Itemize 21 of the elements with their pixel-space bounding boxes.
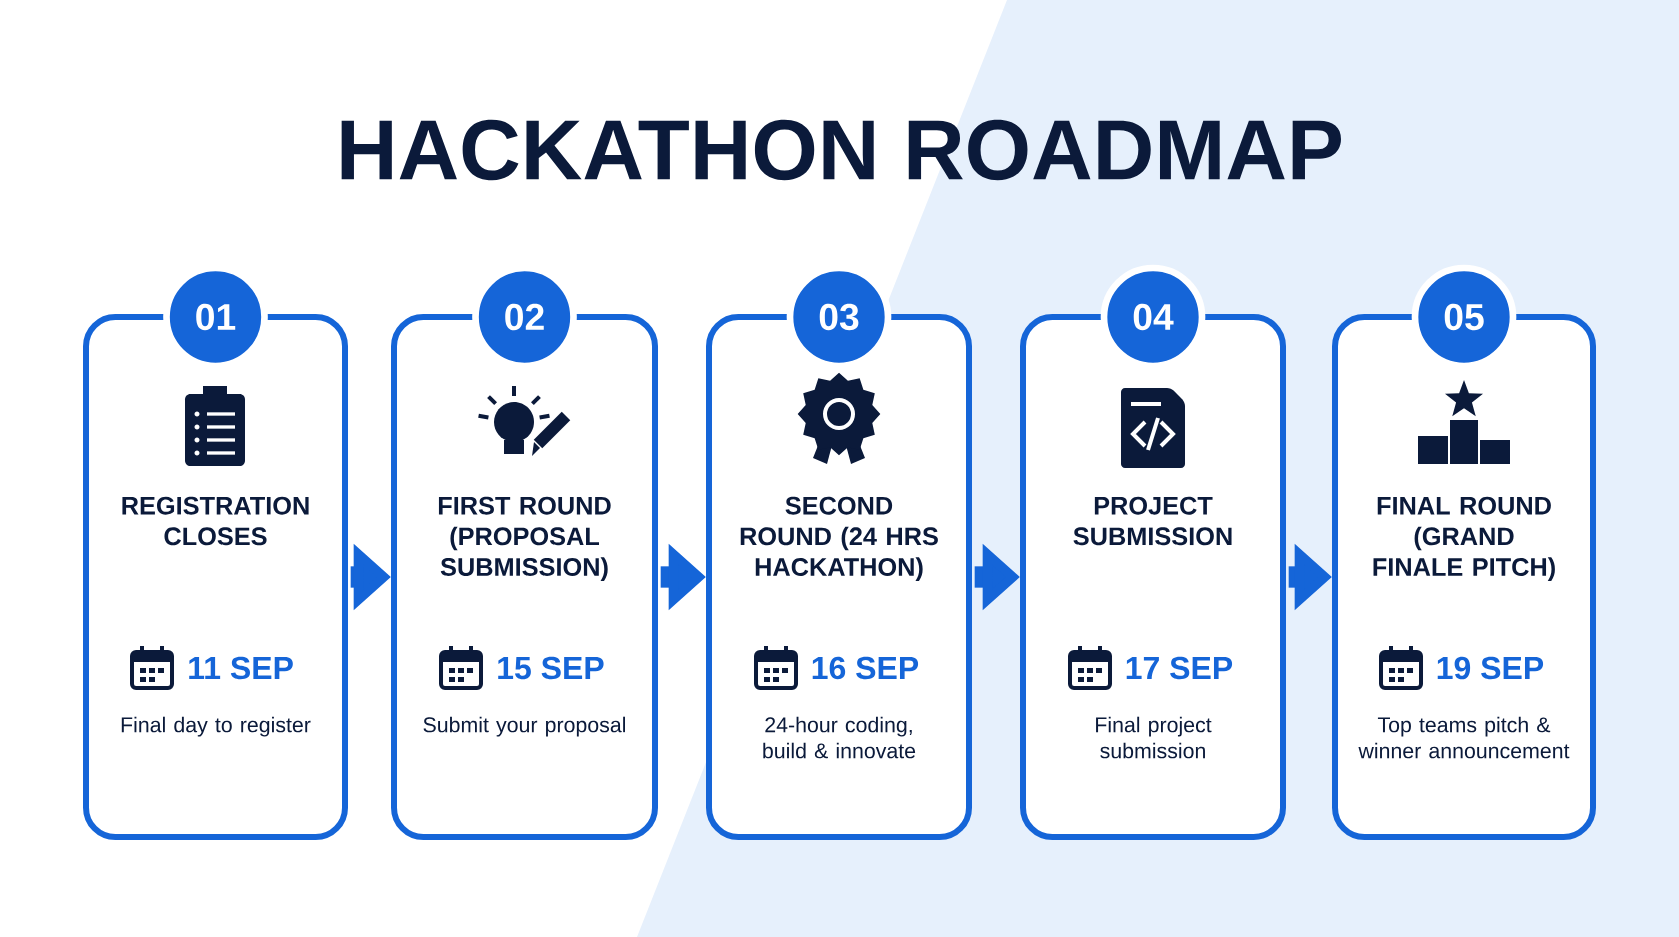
number-badge: 04 (1100, 264, 1206, 370)
description-text: Final day to register (121, 716, 311, 737)
date-text: 16 SEP (812, 656, 919, 680)
step-title: FIRST ROUND (PROPOSAL SUBMISSION) (438, 496, 611, 581)
date-text: 15 SEP (498, 656, 604, 680)
step-title: PROJECT SUBMISSION (1073, 496, 1232, 546)
date-text: 17 SEP (1126, 656, 1233, 680)
number-badge: 05 (1411, 264, 1517, 370)
number-badge: 02 (472, 264, 577, 370)
number-badge: 03 (786, 264, 892, 370)
step-title: FINAL ROUND (GRAND FINALE PITCH) (1373, 496, 1555, 581)
step-title: SECOND ROUND (24 HRS HACKATHON) (740, 496, 938, 581)
description-text: Submit your proposal (423, 716, 625, 737)
description-text: Final project submission (1096, 716, 1212, 759)
step-title: REGISTRATION CLOSES (122, 496, 309, 546)
date-text: 19 SEP (1437, 656, 1544, 680)
description-text: Top teams pitch & winner announcement (1358, 716, 1570, 759)
date-text: 11 SEP (189, 656, 293, 680)
description-text: 24-hour coding, build & innovate (763, 716, 916, 759)
number-badge: 01 (163, 264, 268, 370)
title: HACKATHON ROADMAP (341, 119, 1341, 181)
